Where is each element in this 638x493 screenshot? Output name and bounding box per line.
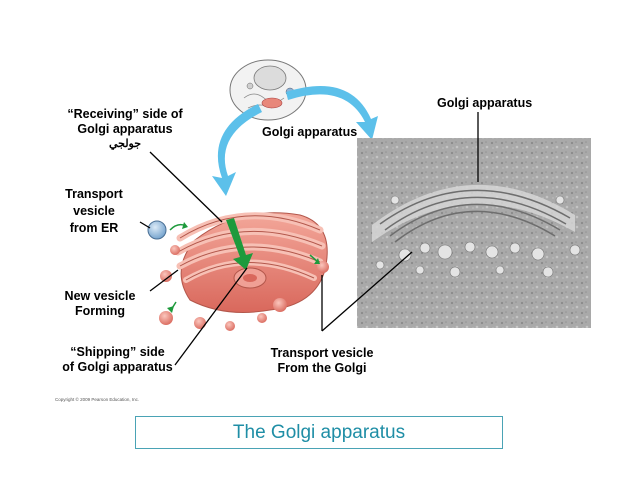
golgi-stack-illustration [174, 212, 328, 313]
blue-arrow-left [212, 104, 262, 196]
golgi-apparatus-label: Golgi apparatus [262, 125, 358, 139]
transport-golgi-line2: From the Golgi [277, 361, 367, 375]
new-vesicle-line1: New vesicle [64, 289, 136, 303]
transport-vesicle-from-golgi-label: Transport vesicle From the Golgi [258, 346, 386, 376]
transport-golgi-line1: Transport vesicle [270, 346, 374, 360]
green-arrow [226, 218, 253, 270]
er-vesicle [147, 220, 167, 240]
transport-er-line3: from ER [69, 221, 119, 235]
vesicle [273, 298, 287, 312]
leader-lines [139, 112, 479, 366]
vesicle [159, 311, 173, 325]
receiving-label-line1: “Receiving” side of [67, 107, 183, 121]
vesicle [257, 313, 267, 323]
shipping-side-label: “Shipping” side of Golgi apparatus [50, 345, 185, 375]
vesicle [160, 270, 172, 282]
transport-er-line2: vesicle [73, 204, 115, 218]
receiving-label-arabic: جولجي [108, 138, 142, 150]
vesicle [194, 317, 206, 329]
shipping-line1: “Shipping” side [70, 345, 165, 359]
vesicle [170, 245, 180, 255]
new-vesicle-line2: Forming [75, 304, 125, 318]
electron-micrograph [357, 138, 591, 328]
caption-title: The Golgi apparatus [232, 422, 406, 443]
caption-box: The Golgi apparatus [135, 416, 503, 449]
transport-vesicle-from-er-label: Transport vesicle from ER [54, 186, 134, 237]
vesicle [225, 321, 235, 331]
receiving-side-label: “Receiving” side of Golgi apparatus جولج… [50, 107, 200, 152]
shipping-line2: of Golgi apparatus [62, 360, 173, 374]
golgi-apparatus-micrograph-label: Golgi apparatus [437, 96, 533, 110]
transport-er-line1: Transport [65, 187, 123, 201]
receiving-label-line2: Golgi apparatus [77, 122, 173, 136]
blue-arrow-right [286, 86, 378, 140]
copyright-notice: Copyright © 2009 Pearson Education, Inc. [55, 397, 140, 402]
new-vesicle-forming-label: New vesicle Forming [54, 289, 146, 319]
